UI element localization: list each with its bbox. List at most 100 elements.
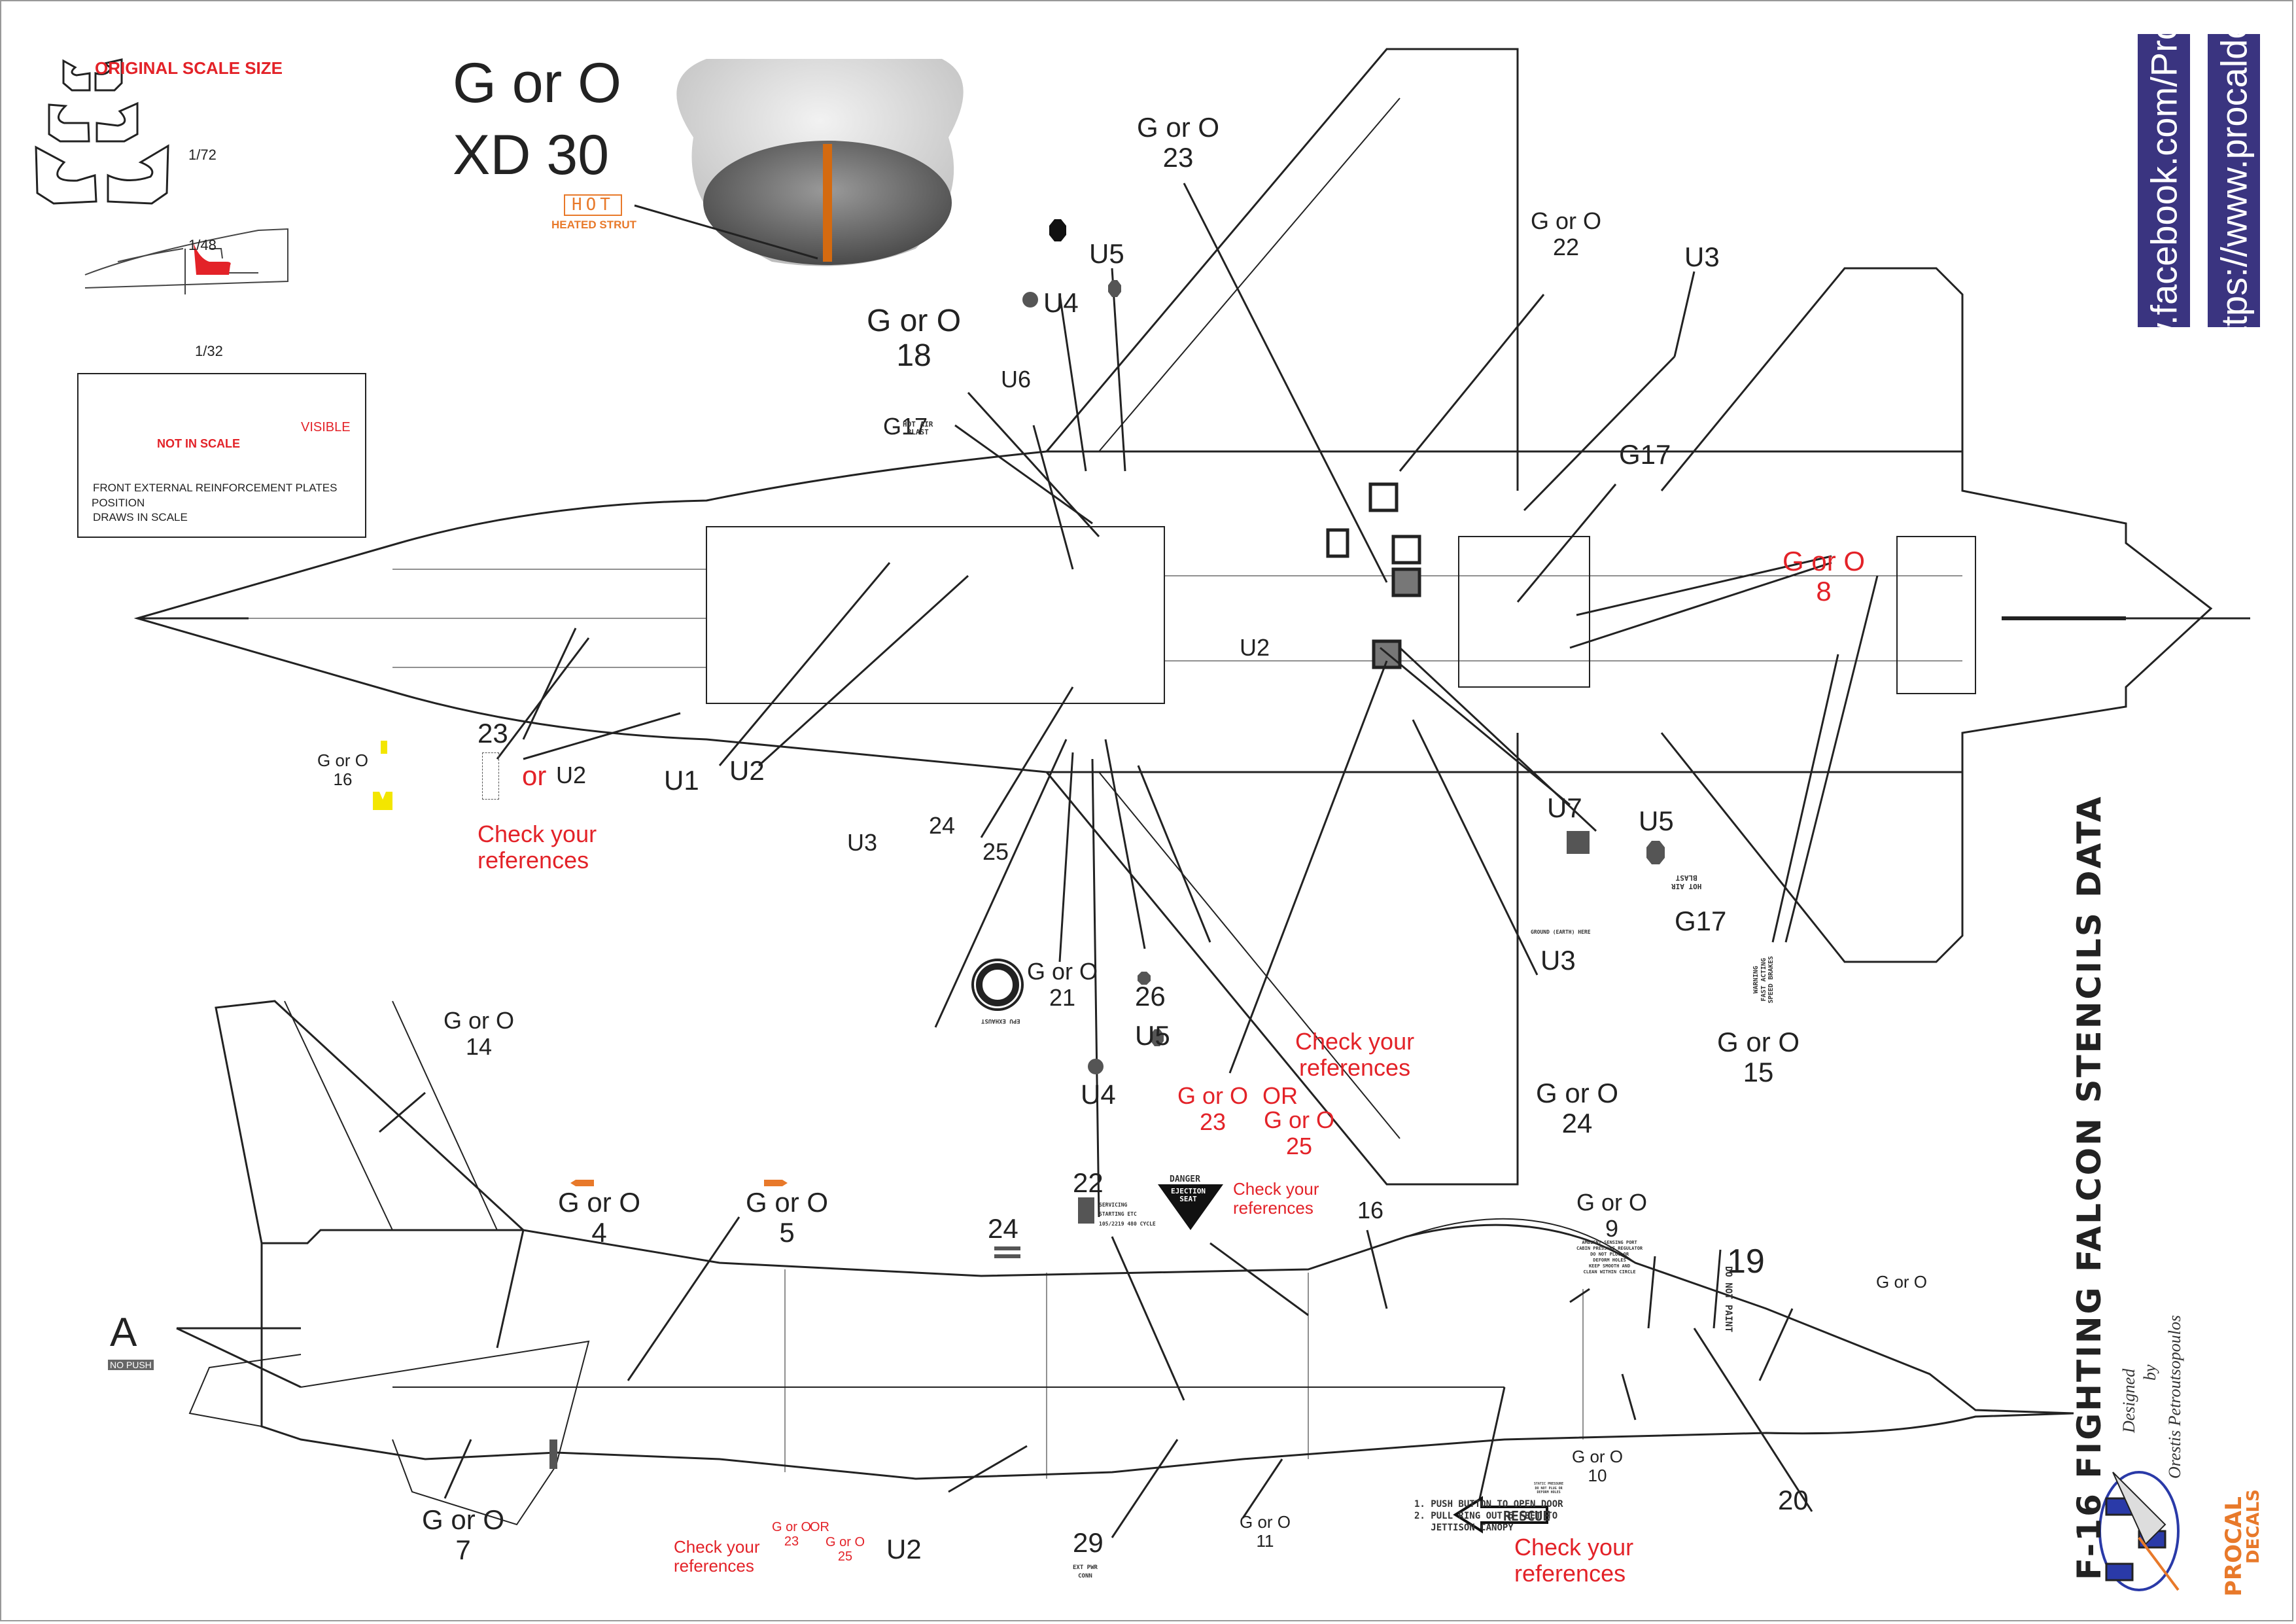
callout-u6: U6 xyxy=(1001,366,1032,393)
hot-badge: HOT xyxy=(564,194,622,216)
callout-or-side: OR xyxy=(810,1520,829,1534)
callout-u3-top: U3 xyxy=(1684,241,1720,272)
inset-not-in-scale-label: NOT IN SCALE xyxy=(157,437,241,450)
callout-u4-top: U4 xyxy=(1043,287,1079,318)
danger-stencil: DANGER xyxy=(1170,1174,1200,1184)
yellow-anchor xyxy=(381,741,387,754)
orange-arrow-4 xyxy=(570,1180,594,1186)
callout-u2-side: U2 xyxy=(886,1534,922,1564)
epu-exhaust-ring xyxy=(976,963,1019,1006)
reinforcement-plate-shapes xyxy=(35,58,169,205)
intake-title-1: G or O xyxy=(453,52,622,115)
inset-red-plate xyxy=(194,243,231,275)
scale-1-72: 1/72 xyxy=(188,147,217,163)
website-label: website xyxy=(2213,387,2255,512)
leader-lines xyxy=(176,183,1879,1538)
callout-16-side: 16 xyxy=(1357,1197,1384,1224)
rescue-arrow xyxy=(1453,1496,1548,1534)
callout-u5-top: U5 xyxy=(1089,238,1124,269)
inset-caption-2: POSITION xyxy=(92,497,145,509)
website-url[interactable]: https://www.procaldecals.gr/en/ xyxy=(2213,0,2255,357)
black-plug-symbol xyxy=(1049,219,1066,241)
inset-reinforcement-box: VISIBLE NOT IN SCALE FRONT EXTERNAL REIN… xyxy=(77,373,366,538)
no-push-stencil: NO PUSH xyxy=(108,1360,154,1370)
inset-nose-drawing xyxy=(84,228,288,294)
do-not-paint-stencil: DO NOT PAINT xyxy=(1723,1266,1733,1333)
logo-roundel xyxy=(2098,1471,2180,1591)
callout-g17-top-left: G17 xyxy=(883,413,928,440)
callout-22-side: 22 xyxy=(1073,1167,1104,1198)
callout-g-or-o-solo: G or O xyxy=(1876,1272,1928,1292)
plate-1-72-right xyxy=(94,58,123,92)
servicing-e-mark xyxy=(1078,1197,1094,1224)
side-view-airframe xyxy=(188,1000,2074,1526)
callout-g17-top-right: G17 xyxy=(1619,439,1671,470)
inset-caption-3: DRAWS IN SCALE xyxy=(93,511,188,523)
inset-caption-1: FRONT EXTERNAL REINFORCEMENT PLATES xyxy=(93,482,338,494)
ejection-seat-triangle xyxy=(1158,1184,1223,1230)
stencil-23-placeholder xyxy=(482,752,499,800)
credit-designed: Designed xyxy=(2119,1368,2138,1433)
facebook-link-band[interactable]: https://www.facebook.com/Procal-Decals xyxy=(2138,0,2190,512)
callout-26: 26 xyxy=(1135,981,1166,1012)
callout-u5-right: U5 xyxy=(1639,805,1674,836)
plate-1-32-right xyxy=(107,144,169,205)
callout-20: 20 xyxy=(1778,1485,1809,1515)
plate-1-32-left xyxy=(35,145,97,205)
callout-u3-top-bottom: U3 xyxy=(847,829,878,856)
u5-top-symbol xyxy=(1108,280,1121,297)
website-link-band[interactable]: website https://www.procaldecals.gr/en/ xyxy=(2208,0,2260,512)
callout-g17-bottom: G17 xyxy=(1675,906,1727,936)
intake-photo xyxy=(676,59,964,266)
plate-1-48-right xyxy=(96,101,139,143)
website-link[interactable]: website https://www.procaldecals.gr/en/ xyxy=(2213,0,2255,512)
callout-24-top: 24 xyxy=(929,812,956,839)
facebook-link[interactable]: https://www.facebook.com/Procal-Decals xyxy=(2143,0,2185,513)
callout-or-red: or xyxy=(522,760,547,791)
credit-by: by xyxy=(2140,1364,2159,1381)
sheet-title: F-16 FIGHTING FALCON STENCILS DATA xyxy=(2070,794,2108,1580)
plate-1-72-left xyxy=(62,59,91,92)
callout-u2-top-mid: U2 xyxy=(729,755,765,786)
callout-u3-bottom: U3 xyxy=(1540,945,1576,976)
brand-procal: PROCAL xyxy=(2221,1496,2247,1597)
original-scale-heading: ORIGINAL SCALE SIZE xyxy=(95,58,283,78)
callout-u7: U7 xyxy=(1547,792,1582,823)
ground-here-stencil: GROUND (EARTH) HERE xyxy=(1531,929,1591,935)
credit-name: Orestis Petroutsopoulos xyxy=(2165,1315,2184,1479)
yellow-jack xyxy=(373,792,392,810)
callout-19: 19 xyxy=(1727,1243,1765,1280)
epu-exhaust-stencil: EPU EXHAUST xyxy=(981,1017,1020,1024)
plate-1-48-left xyxy=(48,103,90,143)
callout-u2-top-left: U2 xyxy=(556,762,587,788)
callout-u2-top-right: U2 xyxy=(1240,634,1270,661)
